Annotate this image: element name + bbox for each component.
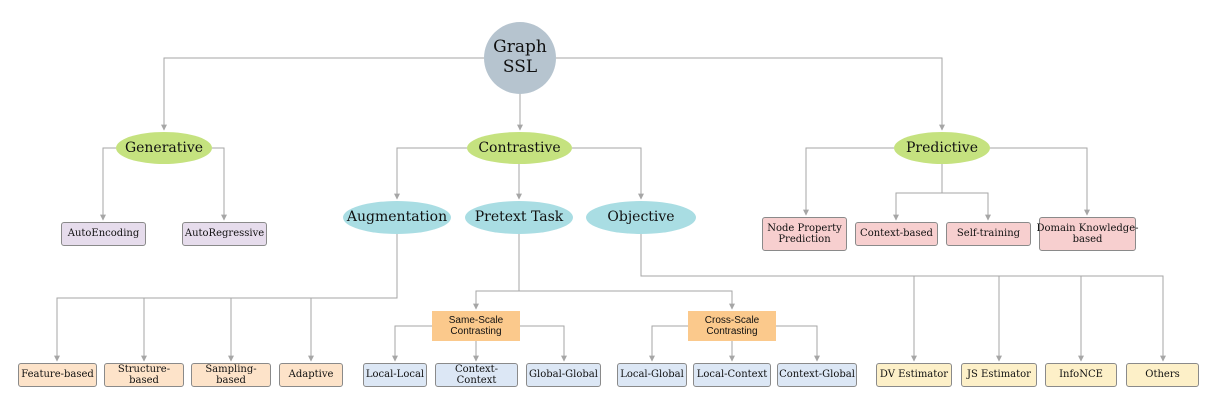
infonce-node: InfoNCE [1045,363,1117,387]
local-context-node: Local-Context [693,363,771,387]
connector-arrow [100,147,116,221]
objective-node: Objective [586,201,696,234]
autoregressive-node: AutoRegressive [182,222,267,246]
connector-arrow [990,147,1090,216]
connector-arrow [649,325,688,362]
others-node: Others [1126,363,1199,387]
pretext-task-node: Pretext Task [465,201,573,234]
autoencoding-node: AutoEncoding [61,222,146,246]
connector-arrow [394,147,467,200]
connector-arrow [556,57,945,131]
connector-arrow [520,325,567,362]
same-scale-contrasting-node: Same-Scale Contrasting [432,311,520,341]
connector-arrow [473,234,520,310]
context-based-node: Context-based [855,222,938,246]
dv-estimator-node: DV Estimator [876,363,952,387]
connector-arrow [519,290,735,310]
connector-arrow [776,325,820,362]
local-global-node: Local-Global [617,363,687,387]
generative-node: Generative [116,132,212,164]
local-local-node: Local-Local [363,363,427,387]
contrastive-node: Contrastive [467,132,572,164]
context-context-node: Context-Context [435,363,518,387]
connector-arrow [942,192,991,221]
connector-arrow [54,234,398,362]
connector-arrow [572,147,644,200]
global-global-node: Global-Global [526,363,601,387]
context-global-node: Context-Global [777,363,857,387]
adaptive-node: Adaptive [279,363,343,387]
connector-arrow [212,147,227,221]
feature-based-node: Feature-based [18,363,97,387]
domain-knowledge-based-node: Domain Knowledge- based [1037,217,1139,251]
connector-arrow [640,234,1166,362]
connector-arrow [392,325,432,362]
connector-arrow [161,57,484,131]
sampling-based-node: Sampling-based [191,363,271,387]
root-node-graph-ssl: Graph SSL [484,22,556,94]
predictive-node: Predictive [894,132,990,164]
self-training-node: Self-training [946,222,1031,246]
augmentation-node: Augmentation [343,201,451,234]
connector-arrow [893,164,943,221]
js-estimator-node: JS Estimator [961,363,1037,387]
structure-based-node: Structure-based [104,363,184,387]
node-property-prediction-node: Node Property Prediction [762,217,847,251]
connector-arrow [803,147,894,216]
cross-scale-contrasting-node: Cross-Scale Contrasting [688,311,776,341]
